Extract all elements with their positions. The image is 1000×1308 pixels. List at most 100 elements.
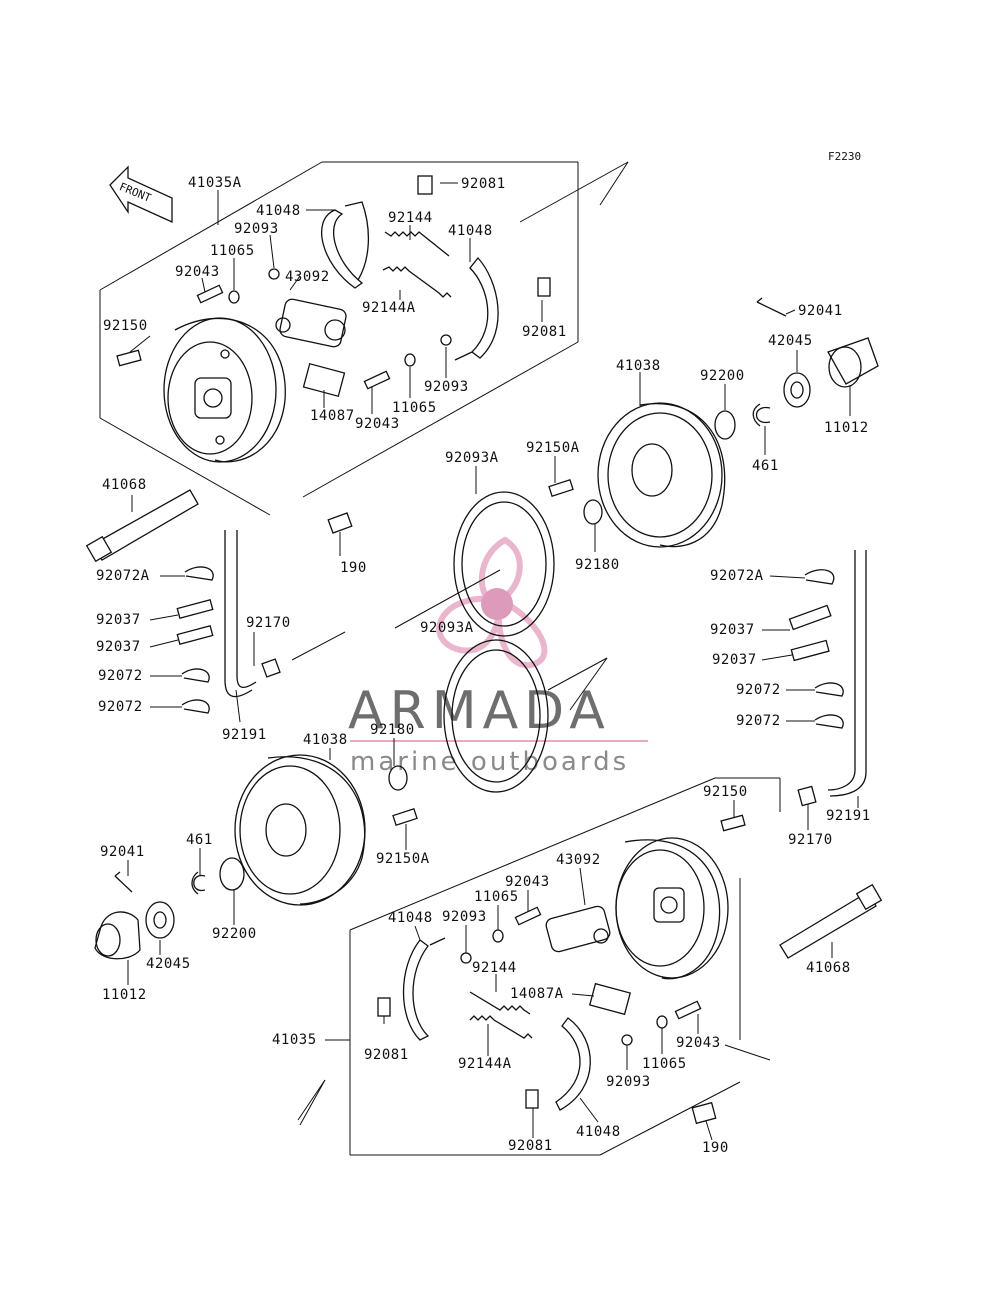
- brake-backing-plate-lower: [615, 837, 729, 980]
- label-41035: 41035: [272, 1032, 317, 1048]
- label-92144A-b: 92144A: [458, 1056, 512, 1072]
- label-41048-c: 41048: [388, 910, 433, 926]
- clip-92037-left-2: [176, 624, 214, 646]
- leader-lines: [127, 182, 859, 1141]
- label-92180-a: 92180: [575, 557, 620, 573]
- seal-92093A-upper: [453, 491, 555, 637]
- clip-92170-right: [797, 785, 817, 807]
- spring-92144-lower: [469, 991, 531, 1015]
- oring-92180-lower: [388, 765, 408, 791]
- clip-92081-lower-1: [377, 997, 391, 1017]
- watermark-subtitle: marine outboards: [350, 747, 629, 777]
- label-92072A-b: 92072A: [710, 568, 764, 584]
- cotter-pin-92041-lower: [114, 871, 133, 893]
- brake-shoe-upper-1: [320, 201, 370, 289]
- label-92144A-a: 92144A: [362, 300, 416, 316]
- label-92081-c: 92081: [364, 1047, 409, 1063]
- label-41068-b: 41068: [806, 960, 851, 976]
- label-92150A-a: 92150A: [526, 440, 580, 456]
- label-92191-b: 92191: [826, 808, 871, 824]
- axle-41068-upper: [85, 489, 199, 563]
- nut-42045-lower: [145, 901, 175, 939]
- label-92093A-a: 92093A: [445, 450, 499, 466]
- label-92144-a: 92144: [388, 210, 433, 226]
- label-92043-b: 92043: [355, 416, 400, 432]
- label-92093-d: 92093: [606, 1074, 651, 1090]
- label-92150A-b: 92150A: [376, 851, 430, 867]
- label-92037-d: 92037: [712, 652, 757, 668]
- label-92144-b: 92144: [472, 960, 517, 976]
- bolt-92150-upper: [116, 349, 142, 367]
- wheel-cylinder-lower: [545, 905, 611, 953]
- clip-92081-upper-1: [417, 175, 433, 195]
- spring-92144A-lower: [469, 1015, 533, 1039]
- label-41038-b: 41038: [303, 732, 348, 748]
- label-92093A-b: 92093A: [420, 620, 474, 636]
- label-92037-c: 92037: [710, 622, 755, 638]
- spring-92144A-upper: [382, 266, 452, 298]
- part-labels: 41035A 92081 41048 92144 92093 41048 110…: [96, 175, 871, 1156]
- label-461-a: 461: [752, 458, 779, 474]
- label-92170-a: 92170: [246, 615, 291, 631]
- label-92043-d: 92043: [676, 1035, 721, 1051]
- label-461-b: 461: [186, 832, 213, 848]
- pin-92043-upper-2: [363, 370, 391, 390]
- watermark-logo: [436, 536, 548, 669]
- label-92043-a: 92043: [175, 264, 220, 280]
- washer-92200-lower: [219, 857, 245, 891]
- washer-92093-lower-1: [460, 952, 472, 964]
- label-42045-b: 42045: [146, 956, 191, 972]
- label-11012-b: 11012: [102, 987, 147, 1003]
- label-92072-b: 92072: [98, 699, 143, 715]
- label-43092-a: 43092: [285, 269, 330, 285]
- label-92191-a: 92191: [222, 727, 267, 743]
- ring-461-upper: [752, 403, 771, 427]
- pin-92043-upper-1: [196, 284, 224, 304]
- clip-92037-right-2: [790, 639, 830, 662]
- bolt-92150-lower: [720, 814, 746, 832]
- label-92037-b: 92037: [96, 639, 141, 655]
- label-92170-b: 92170: [788, 832, 833, 848]
- label-92037-a: 92037: [96, 612, 141, 628]
- label-11065-d: 11065: [642, 1056, 687, 1072]
- label-92043-c: 92043: [505, 874, 550, 890]
- seal-92093A-lower: [443, 639, 549, 793]
- figure-code: F2230: [828, 150, 861, 163]
- label-43092-b: 43092: [556, 852, 601, 868]
- ring-461-lower: [191, 871, 206, 895]
- label-92200-a: 92200: [700, 368, 745, 384]
- label-92081-a: 92081: [461, 176, 506, 192]
- clip-92072A-left: [184, 566, 214, 581]
- label-92093-b: 92093: [424, 379, 469, 395]
- label-92200-b: 92200: [212, 926, 257, 942]
- label-92180-b: 92180: [370, 722, 415, 738]
- bleeder-190-upper: [327, 512, 353, 534]
- oring-92180-upper: [583, 499, 603, 525]
- clip-92072A-right: [804, 569, 835, 585]
- label-11065-a: 11065: [210, 243, 255, 259]
- brake-drum-lower: [234, 754, 366, 906]
- label-92093-a: 92093: [234, 221, 279, 237]
- label-92150-a: 92150: [103, 318, 148, 334]
- assembly-box-lower: [297, 777, 781, 1156]
- label-41048-a: 41048: [256, 203, 301, 219]
- label-92081-b: 92081: [522, 324, 567, 340]
- label-92093-c: 92093: [442, 909, 487, 925]
- washer-92093-upper-1: [268, 268, 280, 280]
- hose-92191-right: [827, 550, 867, 797]
- washer-11065-lower-2: [656, 1015, 668, 1029]
- brake-backing-plate-upper: [163, 317, 286, 463]
- hose-92191-left: [224, 530, 257, 698]
- front-arrow-icon: FRONT: [109, 165, 173, 224]
- clip-92037-left-1: [176, 598, 214, 620]
- label-11065-c: 11065: [474, 889, 519, 905]
- spring-92144-upper: [384, 231, 450, 257]
- center-leader-lines: [394, 569, 608, 711]
- label-92072-c: 92072: [736, 682, 781, 698]
- pin-92043-lower-1: [514, 906, 542, 926]
- brake-shoe-lower-1: [402, 937, 446, 1041]
- pin-92043-lower-2: [674, 1000, 702, 1020]
- label-14087A: 14087A: [510, 986, 564, 1002]
